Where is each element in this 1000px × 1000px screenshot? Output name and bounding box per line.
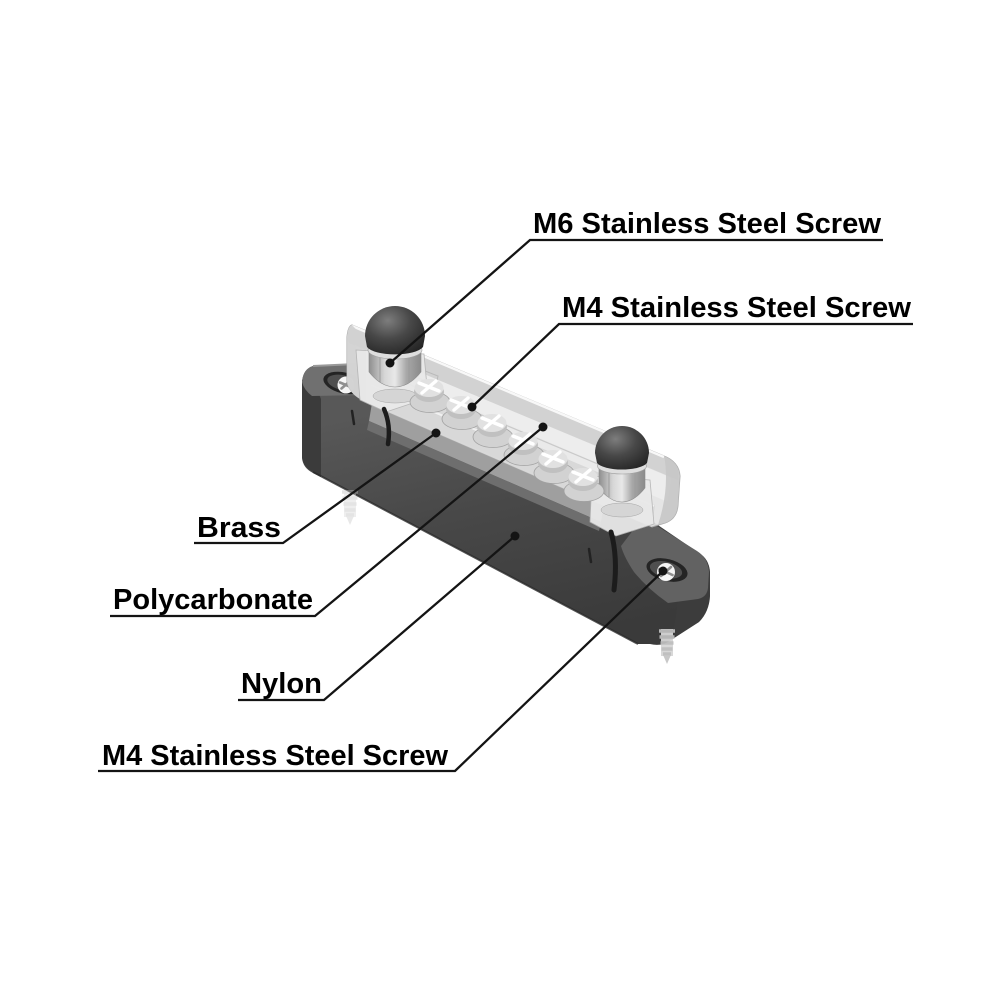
leader-dot	[510, 531, 520, 541]
label-m4-mounting-screw: M4 Stainless Steel Screw	[102, 740, 449, 772]
right-slit	[587, 547, 593, 564]
label-brass: Brass	[197, 512, 281, 544]
callout-brass: Brass	[194, 428, 441, 545]
leader-dot	[431, 428, 441, 438]
right-dome-cap	[595, 426, 649, 470]
m6-stud-right	[595, 426, 649, 518]
right-stud-washer	[600, 502, 644, 518]
base-grooves	[350, 406, 618, 593]
cover-back-wall	[347, 325, 678, 480]
m6-stud-left	[365, 306, 425, 404]
right-tapping-screw	[657, 627, 677, 666]
leader-line	[110, 426, 544, 618]
left-stud-nut	[368, 349, 422, 388]
right-step-groove	[608, 529, 618, 593]
callout-m4-terminal-screw: M4 Stainless Steel Screw	[467, 292, 913, 412]
label-m4-terminal-screw: M4 Stainless Steel Screw	[562, 292, 912, 324]
leader-line	[389, 238, 883, 364]
callout-polycarbonate: Polycarbonate	[110, 422, 548, 618]
cover-right-end	[658, 456, 680, 525]
callout-m4-mounting-screw: M4 Stainless Steel Screw	[98, 566, 668, 773]
brass-strip	[369, 403, 604, 522]
leader-line	[238, 535, 516, 702]
callout-m6-screw: M6 Stainless Steel Screw	[385, 208, 883, 368]
label-nylon: Nylon	[241, 668, 322, 700]
left-step-groove	[381, 406, 392, 447]
leader-line	[471, 322, 913, 408]
leader-dot	[658, 566, 668, 576]
leader-dot	[385, 358, 395, 368]
right-stud-nut	[598, 465, 646, 503]
left-dome-cap	[365, 306, 425, 355]
callouts: M6 Stainless Steel Screw M4 Stainless St…	[98, 208, 913, 773]
leader-dot	[467, 402, 477, 412]
leader-dot	[538, 422, 548, 432]
callout-nylon: Nylon	[238, 531, 520, 702]
leader-line	[98, 570, 664, 773]
label-m6-screw: M6 Stainless Steel Screw	[533, 208, 882, 240]
base-left-end-face	[302, 379, 321, 477]
label-polycarbonate: Polycarbonate	[113, 584, 313, 616]
base-bottom-edge	[312, 471, 639, 645]
left-slit	[350, 409, 356, 426]
leader-line	[194, 432, 437, 545]
